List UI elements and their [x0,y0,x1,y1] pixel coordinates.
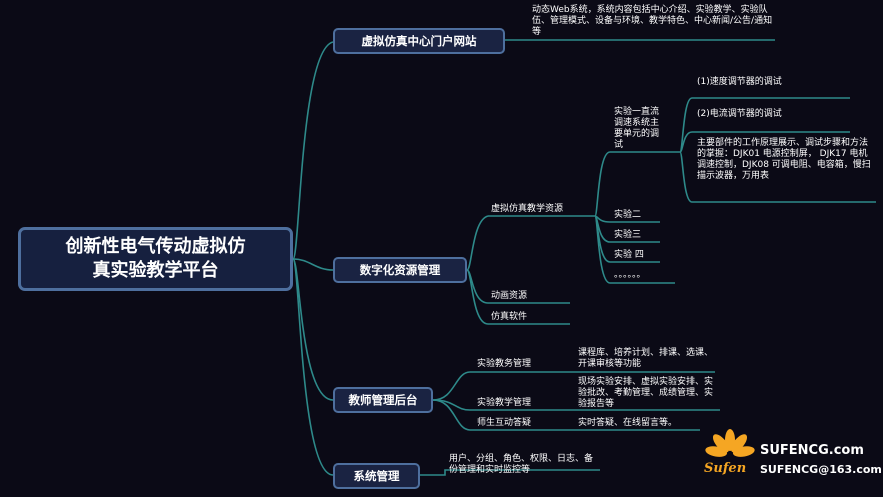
sufen-logo-icon [705,429,755,457]
exp4: 实验 四 [614,250,644,260]
teacher-item1-desc: 课程库、培养计划、排课、选课、开课审核等功能 [578,348,714,369]
exp3: 实验三 [614,230,642,240]
node-system-label: 系统管理 [353,469,400,483]
node-resources-label: 数字化资源管理 [359,263,441,277]
exp-more: 。。。。。。 [614,270,646,280]
exp1-item3: 主要部件的工作原理展示、调试步骤和方法的掌握：DJK01 电源控制屏， DJK1… [697,138,871,181]
exp1-item1: (1)速度调节器的调试 [697,77,782,87]
teacher-item3-desc: 实时答疑、在线留言等。 [578,418,678,428]
watermark-brand: Sufen [704,461,747,476]
root-title-line2: 真实验教学平台 [92,260,219,281]
node-system[interactable]: 系统管理 [333,463,420,489]
link-system [292,258,334,476]
node-portal-label: 虚拟仿真中心门户网站 [361,34,477,48]
teacher-item3-label: 师生互动答疑 [477,418,532,428]
root-title-line1: 创新性电气传动虚拟仿 [65,236,246,257]
link-resources [292,258,334,271]
node-resources[interactable]: 数字化资源管理 [333,257,467,283]
system-desc: 用户、分组、角色、权限、日志、备份管理和实时监控等 [449,454,594,475]
res-virtual: 虚拟仿真教学资源 [491,204,564,214]
exp1: 实验一直流调速系统主要单元的调试 [614,107,660,150]
res-animation: 动画资源 [491,291,528,301]
node-teacher-label: 教师管理后台 [348,393,418,407]
portal-desc: 动态Web系统，系统内容包括中心介绍、实验教学、实验队伍、管理模式、设备与环境、… [532,5,773,37]
root-node[interactable]: 创新性电气传动虚拟仿 真实验教学平台 [18,227,293,291]
link-teacher [292,258,334,401]
watermark-email: SUFENCG@163.com [760,463,882,476]
res-software: 仿真软件 [491,312,528,322]
exp1-item2: (2)电流调节器的调试 [697,109,782,119]
node-teacher[interactable]: 教师管理后台 [333,387,433,413]
link-portal [292,41,334,260]
node-portal[interactable]: 虚拟仿真中心门户网站 [333,28,505,54]
watermark-site: SUFENCG.com [760,443,864,458]
exp2: 实验二 [614,210,642,220]
teacher-item1-label: 实验教务管理 [477,359,532,369]
teacher-item2-label: 实验教学管理 [477,398,532,408]
teacher-item2-desc: 现场实验安排、虚拟实验安排、实验批改、考勤管理、成绩管理、实验报告等 [578,377,714,409]
